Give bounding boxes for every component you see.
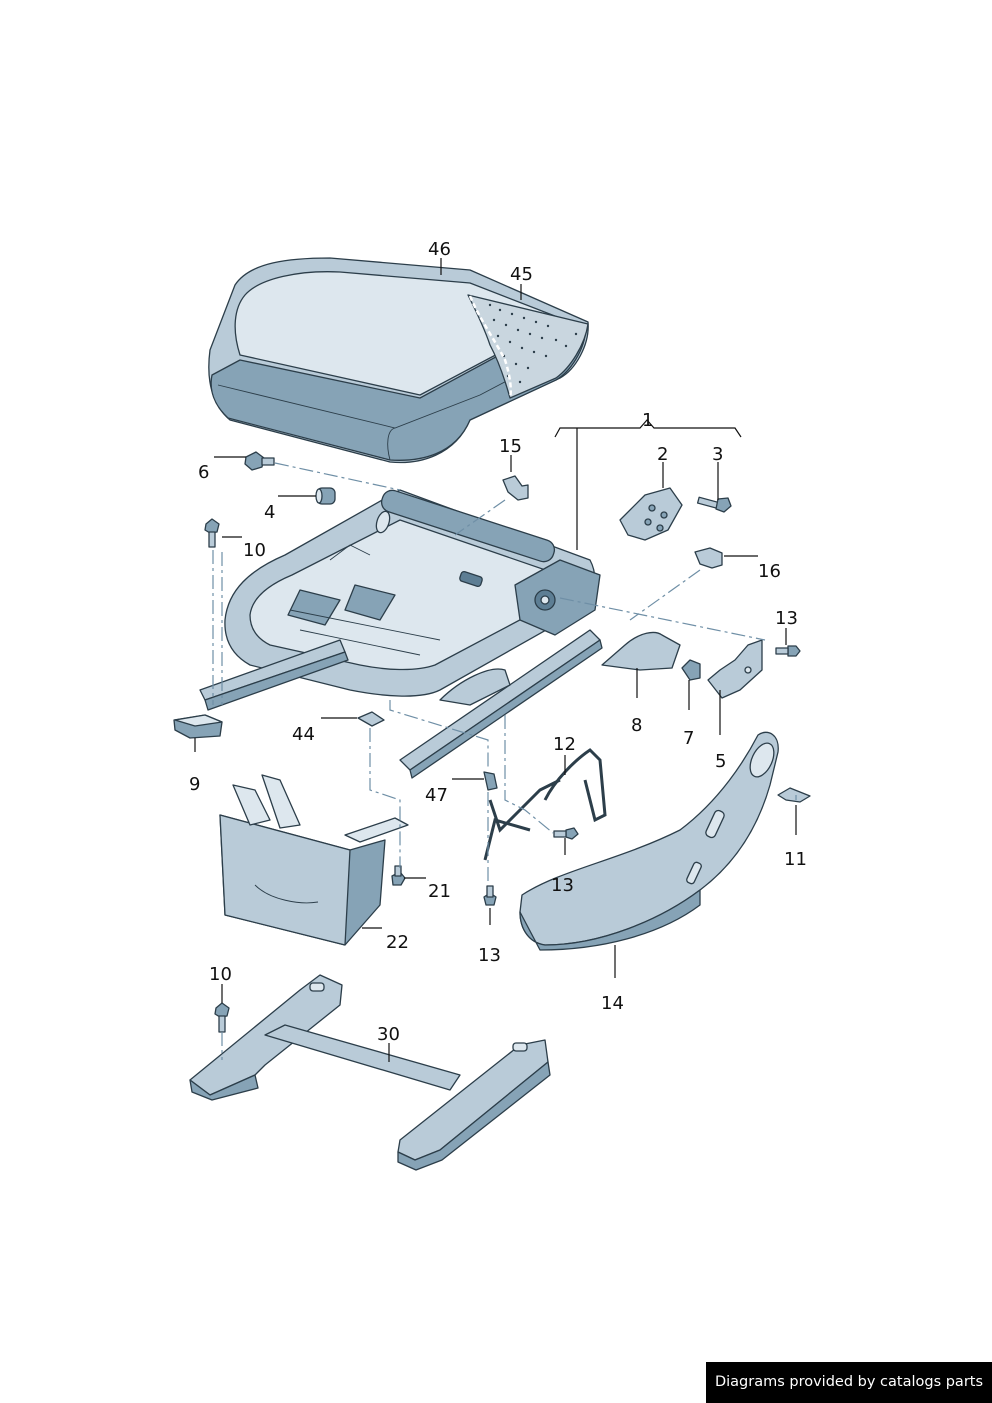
callout-45: 45	[510, 264, 533, 285]
seat-frame[interactable]	[199, 488, 603, 779]
callout-labels: 46 45 1 2 3 15 6 4 10 16 13 8 7 5 44 12 …	[189, 239, 807, 1045]
bolt-3[interactable]	[696, 496, 732, 513]
callout-14: 14	[601, 993, 624, 1014]
screw-11[interactable]	[777, 787, 811, 803]
callout-10: 10	[209, 964, 232, 985]
callout-9: 9	[189, 774, 200, 795]
callout-2: 2	[657, 444, 668, 465]
leader-lines	[194, 258, 797, 1062]
assembly-lines	[212, 462, 797, 1060]
callout-5: 5	[715, 751, 726, 772]
callout-3: 3	[712, 444, 723, 465]
bolt-13-right[interactable]	[775, 645, 801, 657]
clip-15[interactable]	[502, 475, 529, 501]
callout-4: 4	[264, 502, 275, 523]
footer-credit: Diagrams provided by catalogs parts	[706, 1362, 992, 1403]
callout-12: 12	[553, 734, 576, 755]
callout-46: 46	[428, 239, 451, 260]
bolt-10-lower[interactable]	[214, 1002, 230, 1033]
callout-1: 1	[642, 410, 653, 431]
seat-cushion[interactable]	[208, 257, 589, 464]
callout-6: 6	[198, 462, 209, 483]
bracket-5[interactable]	[707, 639, 763, 699]
callout-15: 15	[499, 436, 522, 457]
bolt-13-lower[interactable]	[483, 885, 497, 906]
clip-16[interactable]	[694, 547, 723, 569]
bushing-4[interactable]	[315, 487, 336, 505]
callout-16: 16	[758, 561, 781, 582]
bolt-6[interactable]	[244, 451, 275, 471]
bolt-10-upper[interactable]	[204, 518, 220, 548]
callout-8: 8	[631, 715, 642, 736]
bolt-21[interactable]	[391, 865, 406, 886]
callout-10: 10	[243, 540, 266, 561]
trim-8[interactable]	[601, 631, 681, 671]
nut-44[interactable]	[357, 711, 385, 727]
side-panel-14[interactable]	[519, 731, 779, 951]
base-frame-30[interactable]	[189, 974, 551, 1171]
callout-30: 30	[377, 1024, 400, 1045]
callout-21: 21	[428, 881, 451, 902]
clip-7[interactable]	[681, 659, 701, 681]
cable-12[interactable]	[483, 748, 607, 861]
callout-13: 13	[551, 875, 574, 896]
callout-11: 11	[784, 849, 807, 870]
clip-47[interactable]	[483, 771, 498, 791]
drawer-22[interactable]	[219, 774, 409, 946]
callout-13: 13	[775, 608, 798, 629]
callout-44: 44	[292, 724, 315, 745]
bolt-13-mid[interactable]	[553, 827, 579, 840]
gear-housing[interactable]	[619, 487, 683, 541]
callout-13: 13	[478, 945, 501, 966]
foot-9[interactable]	[173, 714, 223, 739]
perforation-pattern	[488, 303, 578, 384]
callout-7: 7	[683, 728, 694, 749]
callout-47: 47	[425, 785, 448, 806]
callout-22: 22	[386, 932, 409, 953]
